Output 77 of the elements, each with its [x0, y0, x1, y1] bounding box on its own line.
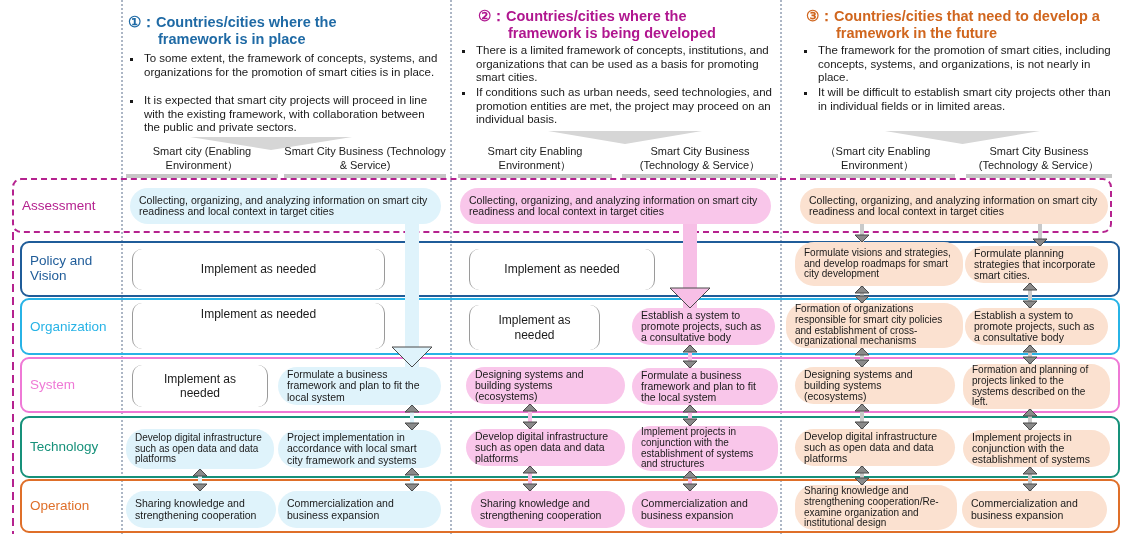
row-label: System [30, 377, 76, 393]
block-arrow [669, 224, 711, 309]
dashed-row-band [12, 178, 1112, 233]
process-pill: Formulate planning strategies that incorporate smart cities. [965, 246, 1108, 283]
row-band [20, 241, 1120, 297]
column-subheader: Smart City Business (Technology & Service） [622, 145, 778, 178]
process-pill: Develop digital infrastructure such as open data and data platforms [126, 429, 274, 469]
double-arrow [1022, 408, 1038, 431]
row-band [20, 357, 1120, 413]
bracket-note: Implement as needed [132, 365, 268, 407]
bullet-text: To some extent, the framework of concepts, systems, and organizations for the promotion of smart cities is in place. [126, 52, 442, 80]
block-arrow [391, 224, 433, 368]
double-arrow [854, 465, 870, 486]
column-title: ②：Countries/cities where the framework is being developed [478, 8, 717, 43]
row-label: Operation [30, 498, 91, 514]
process-pill: Develop digital infrastructure such as open data and data platforms [466, 429, 625, 466]
bullet-text: If conditions such as urban needs, seed technologies, and promotion entities are met, the project may proceed on an individual basis. [458, 86, 776, 127]
double-arrow [1022, 466, 1038, 492]
double-arrow [1022, 282, 1038, 309]
process-pill: Sharing knowledge and strengthening cooperation [126, 491, 276, 528]
row-label: Technology [30, 439, 100, 455]
process-pill: Sharing knowledge and strengthening cooperation [471, 491, 625, 528]
process-pill: Implement projects in conjunction with the establishment of systems and structures [632, 426, 778, 471]
double-arrow [522, 403, 538, 430]
process-pill: Implement projects in conjunction with the establishment of systems [963, 430, 1110, 467]
row-label: Assessment [22, 198, 97, 213]
block-arrow [1032, 224, 1048, 247]
row-label: Policy and Vision [30, 254, 94, 284]
double-arrow [404, 404, 420, 431]
column-subheader: （Smart city Enabling Environment） [800, 145, 955, 178]
process-pill: Collecting, organizing, and analyzing information on smart city readiness and local context in target cities [130, 188, 441, 224]
column-subheader: Smart city Enabling Environment） [458, 145, 612, 178]
double-arrow [682, 344, 698, 369]
process-pill: Formation of organizations responsible for smart city policies and establishment of cross-organizational mechanisms [786, 303, 963, 348]
double-arrow [522, 465, 538, 492]
process-pill: Project implementation in accordance with local smart city framework and systems [278, 430, 441, 468]
process-pill: Develop digital infrastructure such as open data and data platforms [795, 429, 955, 466]
bullet-text: The framework for the promotion of smart cities, including concepts, systems, and organizations, is not nearly in place. [800, 44, 1112, 85]
double-arrow [854, 403, 870, 430]
double-arrow [854, 285, 870, 304]
bracket-note: Implement as needed [469, 305, 600, 350]
double-arrow [192, 468, 208, 492]
row-label: Organization [30, 319, 108, 334]
bracket-note: Implement as needed [132, 303, 385, 349]
process-pill: Establish a system to promote projects, such as a consultative body [965, 308, 1108, 345]
bullet-text: There is a limited framework of concepts, institutions, and organizations that can be used as a basis for promoting smart cities. [458, 44, 776, 85]
process-pill: Commercialization and business expansion [278, 491, 441, 528]
process-pill: Commercialization and business expansion [632, 491, 778, 528]
double-arrow [404, 467, 420, 492]
column-subheader: Smart City Business (Technology & Service） [966, 145, 1112, 178]
process-pill: Designing systems and building systems (ecosystems) [795, 367, 955, 404]
row-band [20, 416, 1120, 478]
column-title: ①：Countries/cities where the framework is in place [128, 14, 338, 49]
double-arrow [682, 404, 698, 427]
process-pill: Formulate a business framework and plan to fit the local system [278, 367, 441, 405]
column-subheader: Smart City Business (Technology & Service) [284, 145, 446, 178]
process-pill: Formulate visions and strategies, and develop roadmaps for smart city development [795, 242, 963, 286]
process-pill: Sharing knowledge and strengthening cooperation/Re-examine organization and institutional design [795, 485, 957, 530]
bullet-text: It is expected that smart city projects will proceed in line with the existing framework, with collaboration between the public and private sectors. [126, 94, 442, 135]
process-pill: Designing systems and building systems (ecosystems) [466, 367, 625, 404]
bracket-note: Implement as needed [132, 249, 385, 290]
column-title: ③：Countries/cities that need to develop a framework in the future [806, 8, 1101, 43]
bullet-text: It will be difficult to establish smart city projects other than in individual fields or in limited areas. [800, 86, 1112, 114]
process-pill: Collecting, organizing, and analyzing information on smart city readiness and local context in target cities [460, 188, 771, 224]
bracket-note: Implement as needed [469, 249, 655, 290]
block-arrow [854, 224, 870, 243]
double-arrow [682, 470, 698, 492]
process-pill: Formation and planning of projects linked to the systems described on the left. [963, 364, 1110, 409]
process-pill: Formulate a business framework and plan to fit the local system [632, 368, 778, 405]
row-band [20, 298, 1120, 355]
process-pill: Collecting, organizing, and analyzing information on smart city readiness and local context in target cities [800, 188, 1108, 224]
process-pill: Establish a system to promote projects, such as a consultative body [632, 308, 775, 345]
double-arrow [1022, 344, 1038, 365]
row-band [20, 479, 1120, 533]
process-pill: Commercialization and business expansion [962, 491, 1107, 528]
column-subheader: Smart city (Enabling Environment） [126, 145, 278, 178]
double-arrow [854, 347, 870, 368]
